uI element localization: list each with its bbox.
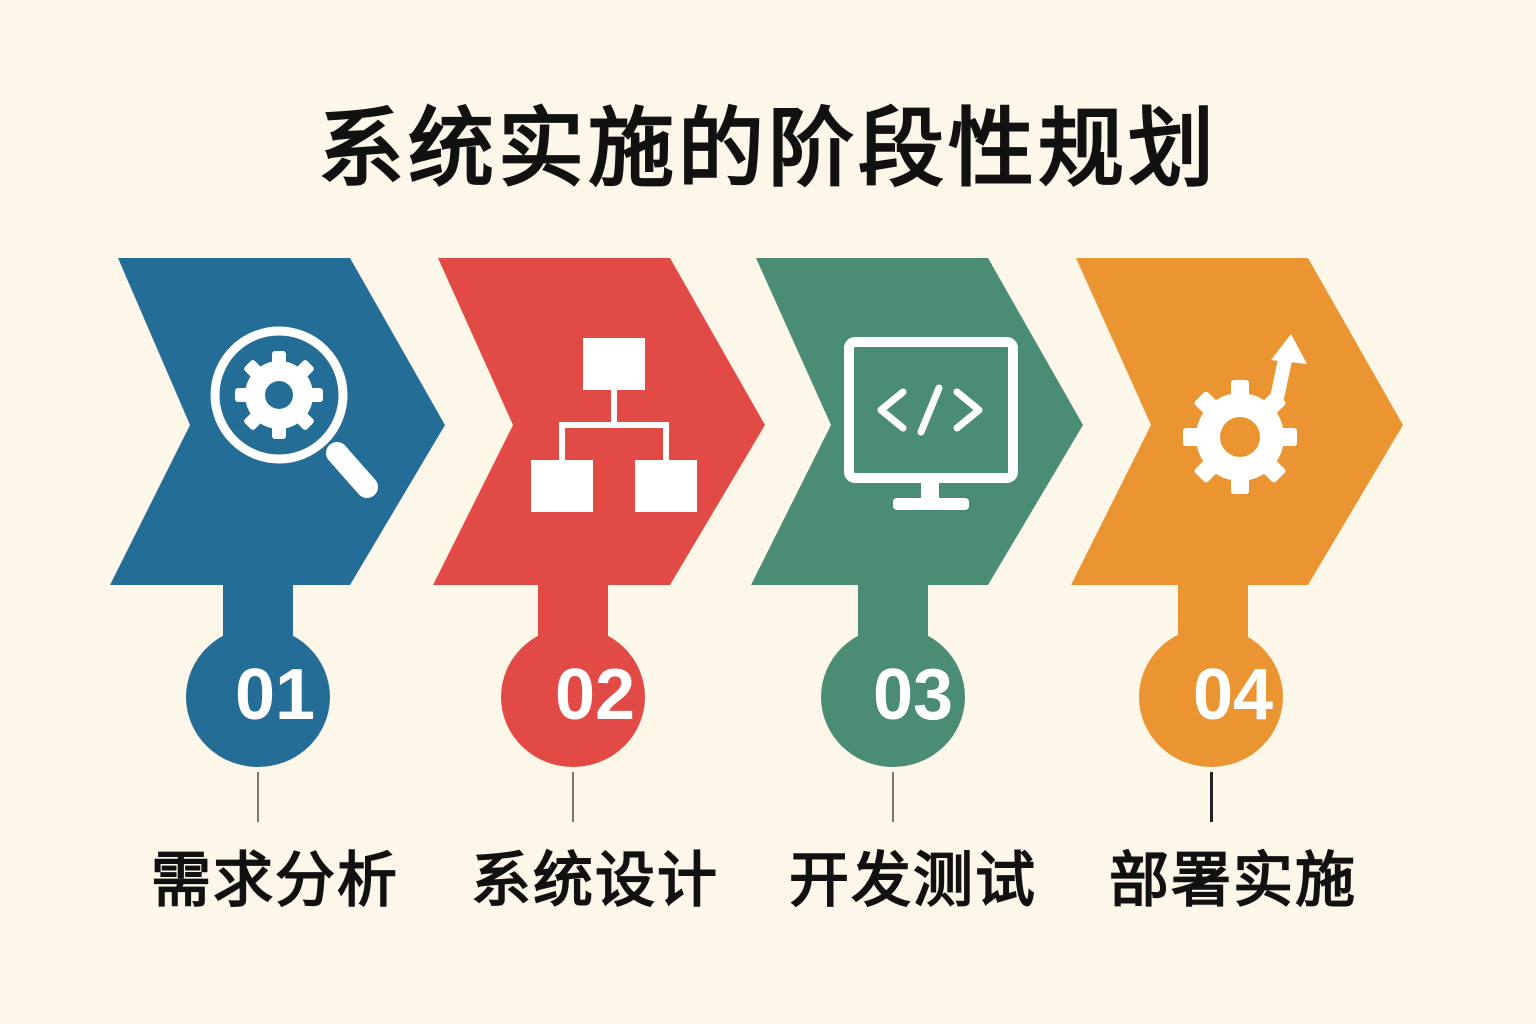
stage-4: 04 部署实施	[1063, 0, 1403, 1024]
stage-1-label: 需求分析	[151, 846, 399, 916]
stage-4-shape	[1071, 258, 1403, 767]
stage-3-chevron	[751, 258, 1083, 585]
stage-1: 01 需求分析	[105, 0, 445, 1024]
stage-1-connector	[257, 772, 259, 822]
gear-arrow-icon	[1183, 334, 1307, 494]
stage-4-connector	[1210, 772, 1213, 822]
stage-1-circle	[186, 627, 330, 767]
stage-3: 03 开发测试	[743, 0, 1083, 1024]
stage-2-chevron	[433, 258, 765, 585]
stage-1-shape	[110, 258, 445, 767]
search-gear-icon	[210, 326, 378, 498]
stage-3-number: 03	[872, 655, 954, 735]
page-title: 系统实施的阶段性规划	[318, 99, 1218, 199]
stage-3-connector	[892, 772, 894, 822]
stage-4-label: 部署实施	[1109, 846, 1357, 916]
stage-2-label: 系统设计	[471, 846, 719, 916]
stage-2-connector	[572, 772, 574, 822]
stage-3-shape	[751, 258, 1083, 767]
monitor-code-icon	[844, 337, 1018, 510]
stage-4-number: 04	[1192, 655, 1274, 735]
stage-3-label: 开发测试	[789, 846, 1037, 916]
stage-4-circle	[1139, 627, 1283, 767]
stage-2-shape	[433, 258, 765, 767]
stage-1-number: 01	[234, 655, 316, 735]
hierarchy-icon	[531, 338, 697, 512]
stage-2-circle	[501, 627, 645, 767]
stage-3-circle	[821, 627, 965, 767]
stage-2: 02 系统设计	[425, 0, 765, 1024]
stage-2-number: 02	[554, 655, 636, 735]
